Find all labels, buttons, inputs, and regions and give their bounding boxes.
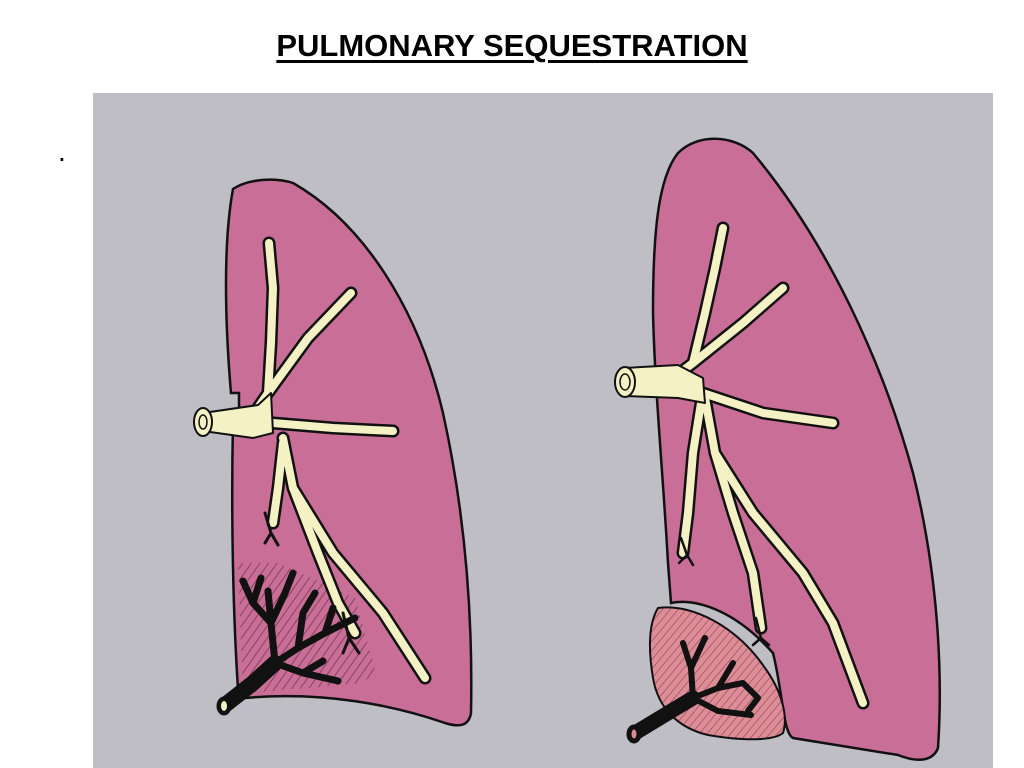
right-systemic-artery: [626, 635, 761, 744]
right-small-bronchi: [677, 536, 771, 647]
bullet-marker: .: [58, 136, 66, 167]
left-systemic-artery: [216, 569, 359, 716]
illustration-svg: [93, 93, 993, 768]
sequestration-illustration: [93, 93, 993, 768]
left-bronchial-tree: [193, 236, 432, 685]
left-lung-intralobar: [193, 178, 473, 727]
right-bronchial-tree: [614, 221, 870, 710]
slide-title: PULMONARY SEQUESTRATION: [276, 28, 748, 63]
right-lung-main: [614, 137, 941, 761]
right-extralobar-sequestration: [626, 606, 786, 744]
